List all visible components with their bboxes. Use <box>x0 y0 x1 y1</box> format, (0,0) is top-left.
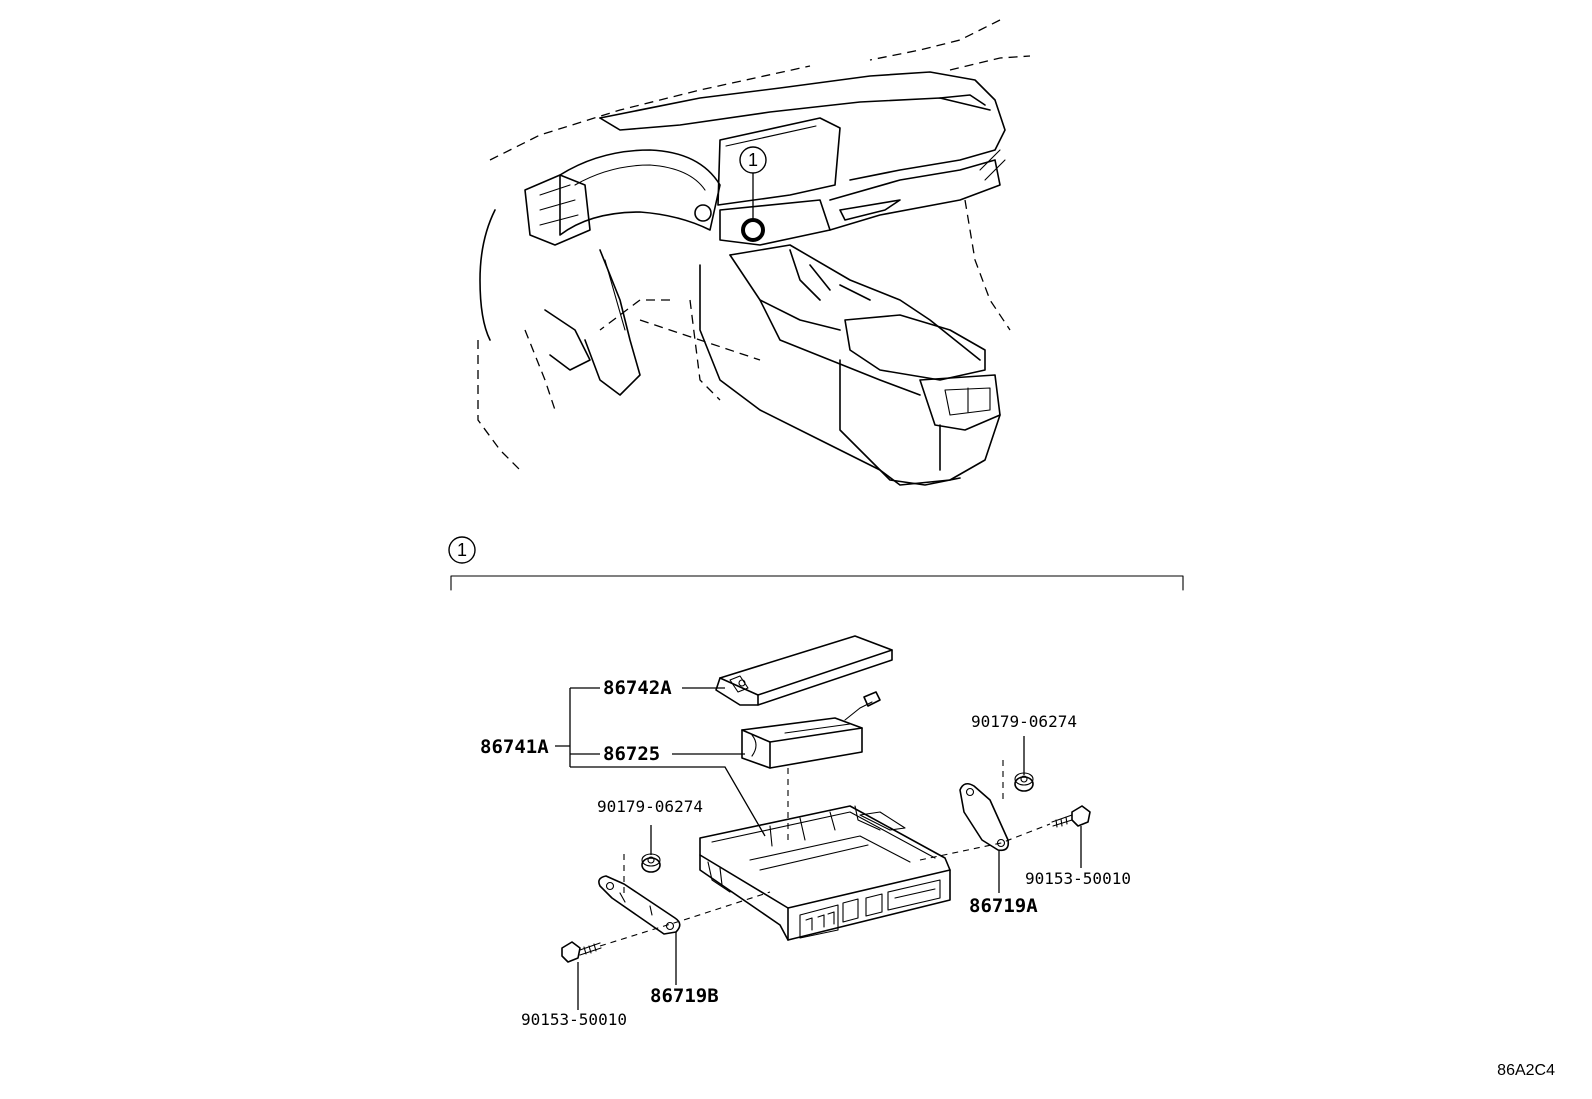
reference-marker-detail: 1 <box>448 536 476 564</box>
module-part-illustration <box>741 691 881 769</box>
leader-lines <box>555 687 1082 1010</box>
bracket-left-illustration <box>598 875 681 935</box>
part-label-bolt-right[interactable]: 90153-50010 <box>1025 869 1131 888</box>
dashboard-overview-illustration <box>477 19 1031 486</box>
section-bracket <box>450 575 1184 591</box>
part-label-86725[interactable]: 86725 <box>603 743 660 765</box>
part-label-bolt-left[interactable]: 90153-50010 <box>521 1010 627 1029</box>
part-label-nut-left[interactable]: 90179-06274 <box>597 797 703 816</box>
nut-right-illustration <box>1014 772 1034 792</box>
part-label-86719B[interactable]: 86719B <box>650 985 719 1007</box>
cover-part-illustration <box>715 635 893 706</box>
part-label-86742A[interactable]: 86742A <box>603 677 672 699</box>
part-label-nut-right[interactable]: 90179-06274 <box>971 712 1077 731</box>
reference-marker-overview-number: 1 <box>748 150 758 170</box>
nut-left-illustration <box>641 853 661 873</box>
bolt-right-illustration <box>1051 805 1091 828</box>
diagram-code: 86A2C4 <box>1497 1062 1555 1079</box>
detail-section: 1 <box>448 536 1184 1029</box>
part-label-86719A[interactable]: 86719A <box>969 895 1038 917</box>
reference-marker-overview: 1 <box>739 146 767 174</box>
bracket-right-illustration <box>959 782 1010 852</box>
assembly-tray-illustration <box>699 805 951 941</box>
bolt-left-illustration <box>561 941 602 963</box>
part-label-86741A[interactable]: 86741A <box>480 736 549 758</box>
reference-marker-detail-number: 1 <box>457 540 467 560</box>
